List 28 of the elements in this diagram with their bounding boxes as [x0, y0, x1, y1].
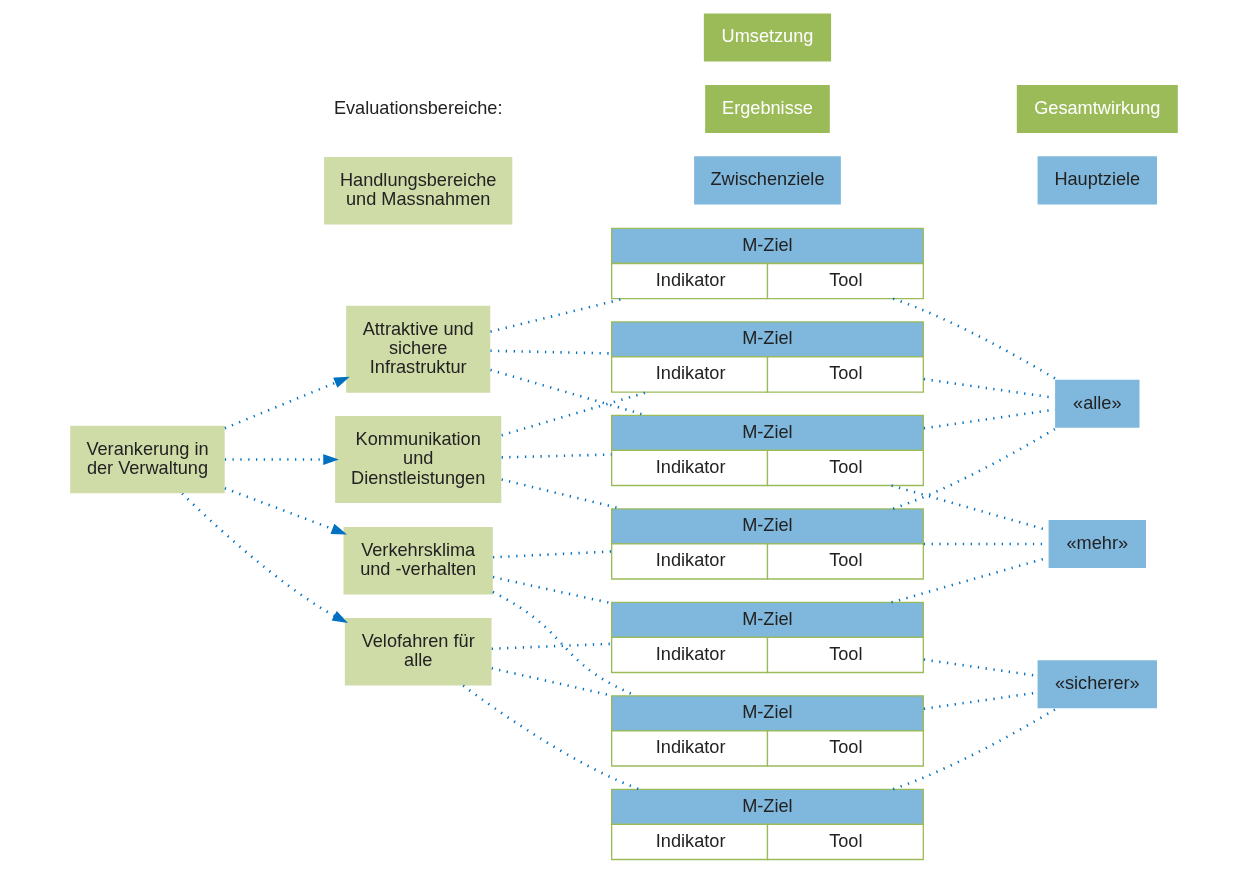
connector: [462, 684, 640, 791]
node-box: Ergebnisse: [705, 84, 830, 133]
connector: [892, 426, 1058, 510]
node-box: Umsetzung: [703, 13, 832, 62]
connector: [492, 550, 612, 559]
arrow: [224, 376, 350, 430]
connector: [490, 349, 612, 355]
connector: [491, 642, 612, 651]
node-box: Handlungsbereiche und Massnahmen: [324, 157, 513, 225]
arrow: [224, 454, 339, 465]
connector: [492, 575, 612, 605]
node-box: Verkehrsklima und -verhalten: [343, 527, 493, 595]
label: Evaluationsbereiche:: [333, 97, 503, 118]
node-box: Verankerung in der Verwaltung: [70, 425, 225, 494]
node-box: Kommunikation und Dienstleistungen: [335, 416, 502, 504]
connector: [501, 390, 648, 437]
arrow: [224, 487, 348, 535]
connector: [501, 453, 612, 459]
node-box: «sicherer»: [1037, 660, 1158, 709]
node-box: Attraktive und sichere Infrastruktur: [346, 305, 491, 393]
node-box: Zwischenziele: [694, 156, 841, 205]
node-box: Hauptziele: [1037, 156, 1158, 205]
node-box: Velofahren für alle: [344, 617, 492, 686]
node-box: Gesamtwirkung: [1016, 84, 1178, 133]
node-box: «mehr»: [1048, 519, 1146, 568]
node-box: «alle»: [1055, 379, 1140, 428]
arrow: [181, 492, 348, 624]
connector: [892, 707, 1058, 791]
